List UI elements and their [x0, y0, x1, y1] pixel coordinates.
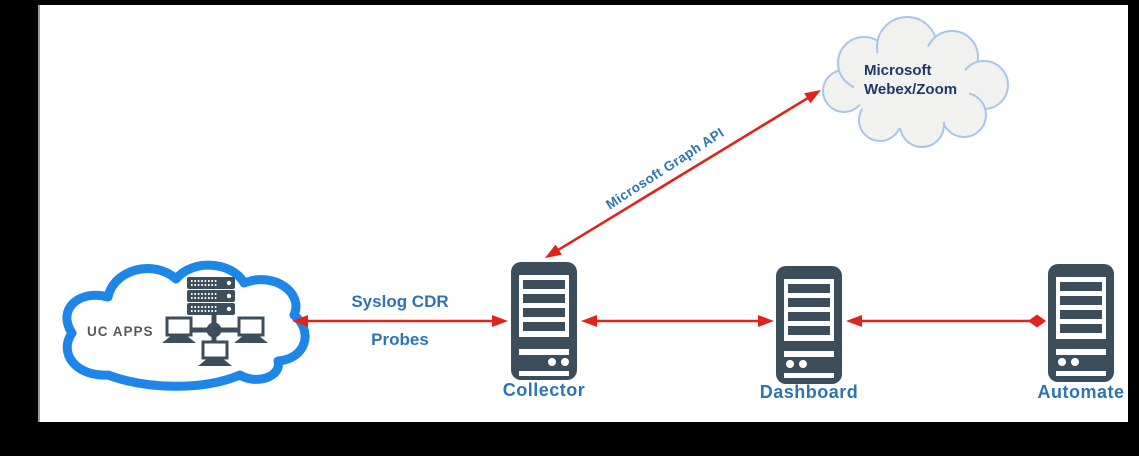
webex-cloud-label-line2: Webex/Zoom — [864, 81, 958, 98]
uc-apps-cloud-icon: UC APPS — [62, 260, 310, 391]
laptop-icon — [162, 316, 196, 343]
laptop-icon — [234, 316, 268, 343]
dashboard-label: Dashboard — [759, 382, 859, 402]
webex-cloud-icon — [822, 16, 1009, 148]
dashboard-server-icon — [776, 266, 842, 384]
collector-label: Collector — [502, 380, 586, 400]
diagram-canvas: UC APPS Microsoft Webex/Zoom — [38, 5, 1128, 422]
graph-api-label: Microsoft Graph API — [603, 124, 727, 213]
webex-cloud-label: Microsoft Webex/Zoom — [864, 61, 1024, 99]
server-stack-icon — [187, 277, 235, 315]
probes-label: Probes — [371, 330, 429, 349]
cloud-bumps — [822, 16, 1009, 148]
webex-cloud-label-line1: Microsoft — [864, 62, 932, 79]
laptop-icon — [198, 340, 232, 366]
uc-apps-label: UC APPS — [87, 324, 154, 339]
arrow-dashboard-automate — [846, 314, 1046, 328]
automate-label: Automate — [1037, 382, 1125, 402]
arrow-graph-api — [545, 90, 821, 258]
syslog-cdr-label: Syslog CDR — [351, 292, 449, 311]
automate-server-icon — [1048, 264, 1114, 382]
arrow-collector-dashboard — [581, 315, 774, 327]
collector-server-icon — [511, 262, 577, 380]
network-icon — [162, 277, 268, 366]
